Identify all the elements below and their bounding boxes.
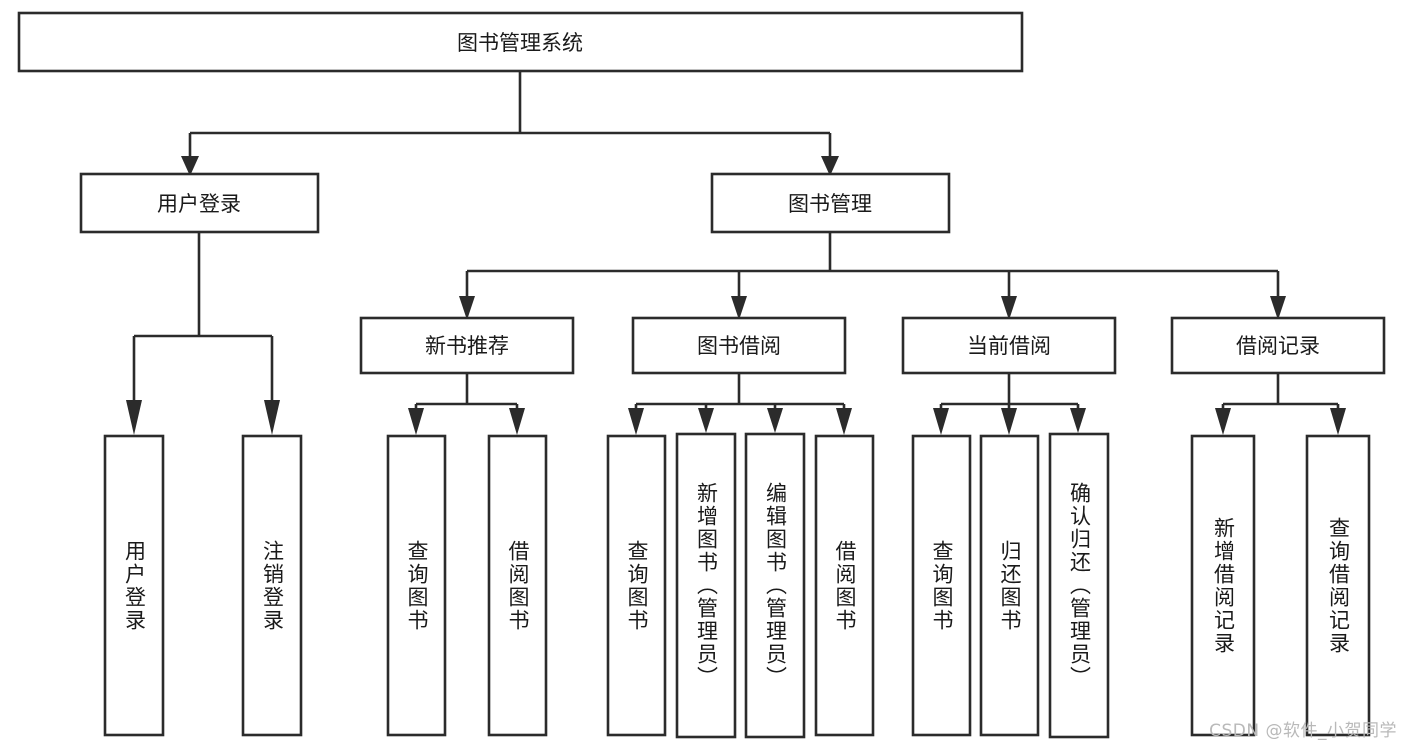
leaf-user-login-box[interactable] [103,434,165,737]
node-book-borrow-label: 图书借阅 [697,334,781,358]
node-current-borrow-label: 当前借阅 [967,334,1051,358]
node-root[interactable]: 图书管理系统 [17,11,1024,73]
leaf-confirm-return-box[interactable] [1048,432,1110,739]
arrow-head-leaf-query-book-3 [933,408,949,435]
arrow-head-current-borrow [1001,296,1017,320]
leaf-borrow-book-1-box[interactable] [487,434,548,737]
node-user-login[interactable]: 用户登录 [79,172,320,234]
arrow-head-leaf-return-book [1001,408,1017,435]
leaf-edit-book-box[interactable] [744,432,806,739]
node-book-borrow[interactable]: 图书借阅 [631,316,847,375]
arrow-head-book-manage [821,156,839,176]
node-current-borrow[interactable]: 当前借阅 [901,316,1117,375]
leaf-user-logout-box[interactable] [241,434,303,737]
leaf-query-book-1-box[interactable] [386,434,447,737]
node-new-book-recommend-box[interactable] [359,316,575,375]
arrow-head-leaf-user-login [126,400,142,435]
arrow-head-leaf-add-record [1215,408,1231,435]
arrow-head-leaf-add-book [698,408,714,433]
node-user-login-label: 用户登录 [157,192,241,216]
leaf-query-book-2-box[interactable] [606,434,667,737]
arrow-head-book-borrow [731,296,747,320]
node-borrow-record-label: 借阅记录 [1236,334,1320,358]
watermark: CSDN @软件_小贺同学 [1209,721,1397,741]
arrow-head-leaf-confirm-return [1070,408,1086,433]
arrow-head-new-book-recommend [459,296,475,320]
connectors [126,72,1346,435]
leaf-borrow-book-2-box[interactable] [814,434,875,737]
leaf-boxes [103,432,1371,739]
node-new-book-recommend-label: 新书推荐 [425,334,509,358]
leaf-add-record-box[interactable] [1190,434,1256,737]
arrow-head-leaf-borrow-book-1 [509,408,525,435]
node-root-box[interactable] [17,11,1024,73]
arrow-head-leaf-edit-book [767,408,783,433]
arrow-head-borrow-record [1270,296,1286,320]
node-user-login-box[interactable] [79,172,320,234]
node-new-book-recommend[interactable]: 新书推荐 [359,316,575,375]
node-book-manage-label: 图书管理 [788,192,872,216]
arrow-head-leaf-query-book-2 [628,408,644,435]
arrow-head-user-login [181,156,199,176]
arrow-head-leaf-borrow-book-2 [836,408,852,435]
node-borrow-record-box[interactable] [1170,316,1386,375]
leaf-add-book-box[interactable] [675,432,737,739]
arrow-head-leaf-user-logout [264,400,280,435]
node-book-borrow-box[interactable] [631,316,847,375]
leaf-query-book-3-box[interactable] [911,434,972,737]
node-book-manage[interactable]: 图书管理 [710,172,951,234]
leaf-return-book-box[interactable] [979,434,1040,737]
node-book-manage-box[interactable] [710,172,951,234]
arrow-head-leaf-query-book-1 [408,408,424,435]
leaf-query-record-box[interactable] [1305,434,1371,737]
arrow-head-leaf-query-record [1330,408,1346,435]
node-borrow-record[interactable]: 借阅记录 [1170,316,1386,375]
node-root-label: 图书管理系统 [457,31,583,55]
node-current-borrow-box[interactable] [901,316,1117,375]
